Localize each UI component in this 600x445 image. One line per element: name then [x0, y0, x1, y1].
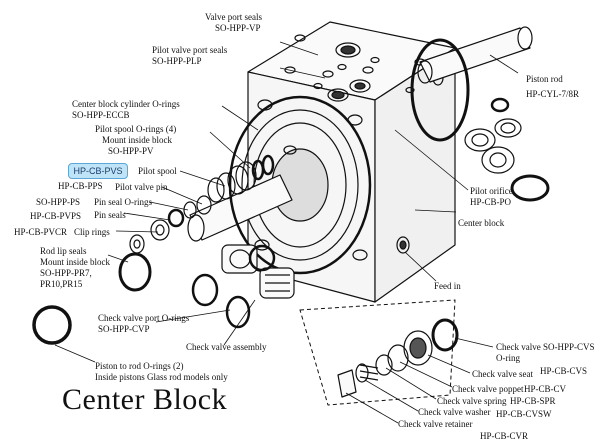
piston-rod-o-ring: [410, 38, 470, 142]
label-check-valve-assembly: Check valve assembly: [186, 342, 267, 352]
label-center-block: Center block: [458, 218, 505, 228]
label-pin-seal-o-rings: Pin seal O-rings: [94, 197, 152, 207]
label-clip-rings: Clip rings: [74, 227, 110, 237]
label-hp-cb-spr: HP-CB-SPR: [510, 396, 556, 406]
label-so-hpp-ps: SO-HPP-PS: [36, 197, 81, 207]
label-hp-cb-cvr: HP-CB-CVR: [480, 431, 529, 441]
label-so-hpp-vp: SO-HPP-VP: [215, 23, 261, 33]
label-check-valve-retainer: Check valve retainer: [398, 419, 473, 429]
label-pilot-valve-pin: Pilot valve pin: [115, 182, 168, 192]
label-hp-cb-pps: HP-CB-PPS: [58, 181, 103, 191]
center-block-cylinder-o-ring: [228, 95, 372, 275]
label-check-valve-seat: Check valve seat: [472, 369, 533, 379]
highlight-hp-cb-pvs: HP-CB-PVS: [68, 163, 128, 179]
label-so-hpp-cvp: SO-HPP-CVP: [98, 324, 150, 334]
check-valve-port-o-rings: [191, 273, 251, 329]
label-so-hpp-pr7: SO-HPP-PR7,: [40, 268, 92, 278]
label-rod-lip-seals: Rod lip seals: [40, 246, 87, 256]
label-piston-rod: Piston rod: [526, 74, 563, 84]
label-hp-cb-pvcr: HP-CB-PVCR: [14, 227, 68, 237]
label-pilot-orifice: Pilot orifice: [470, 186, 513, 196]
label-check-valve-port-o-rings: Check valve port O-rings: [98, 313, 190, 323]
label-hp-cb-cvs: HP-CB-CVS: [540, 366, 588, 376]
label-pilot-spool: Pilot spool: [138, 166, 177, 176]
label-pilot-valve-port-seals: Pilot valve port seals: [152, 45, 228, 55]
top-face-ports: [284, 34, 426, 102]
check-valve-exploded: [337, 318, 459, 398]
label-o-ring: O-ring: [496, 353, 520, 363]
label-pin-seals: Pin seals: [94, 210, 126, 220]
check-valve-assembly-parts: [221, 244, 295, 299]
label-check-valve-washer: Check valve washer: [418, 407, 491, 417]
label-center-block-cylinder-o-rings: Center block cylinder O-rings: [72, 99, 180, 109]
label-check-valve-so-hpp-cvs: Check valve SO-HPP-CVS: [496, 342, 595, 352]
label-hp-cb-cv: HP-CB-CV: [524, 384, 567, 394]
label-hp-cb-cvsw: HP-CB-CVSW: [496, 409, 552, 419]
label-so-hpp-eccb: SO-HPP-ECCB: [72, 110, 130, 120]
label-hp-cb-po: HP-CB-PO: [470, 197, 512, 207]
diagram-title: Center Block: [62, 383, 228, 416]
label-inside-pistons: Inside pistons Glass rod models only: [95, 372, 228, 382]
label-feed-in: Feed in: [434, 281, 461, 291]
label-piston-to-rod-o-rings: Piston to rod O-rings (2): [95, 361, 184, 371]
piston-to-rod-o-ring: [32, 305, 72, 345]
label-hp-cyl-7-8r: HP-CYL-7/8R: [526, 89, 580, 99]
pilot-spool: [187, 161, 293, 242]
label-check-valve-spring: Check valve spring: [437, 396, 507, 406]
label-so-hpp-plp: SO-HPP-PLP: [152, 56, 202, 66]
label-mount-inside-block-2: Mount inside block: [40, 257, 110, 267]
pilot-spool-o-rings: [251, 154, 275, 181]
label-mount-inside-block: Mount inside block: [102, 135, 172, 145]
label-pr10-pr15: PR10,PR15: [40, 279, 83, 289]
label-hp-cb-pvps: HP-CB-PVPS: [30, 211, 82, 221]
label-check-valve-poppet: Check valve poppet: [452, 384, 524, 394]
label-valve-port-seals: Valve port seals: [205, 12, 262, 22]
pilot-pin-assembly: [118, 195, 212, 292]
label-pilot-spool-o-rings: Pilot spool O-rings (4): [95, 124, 177, 134]
leader-lines: [54, 41, 519, 424]
label-so-hpp-pv: SO-HPP-PV: [108, 146, 154, 156]
right-side-parts: [464, 97, 550, 202]
piston-rod: [417, 26, 533, 84]
